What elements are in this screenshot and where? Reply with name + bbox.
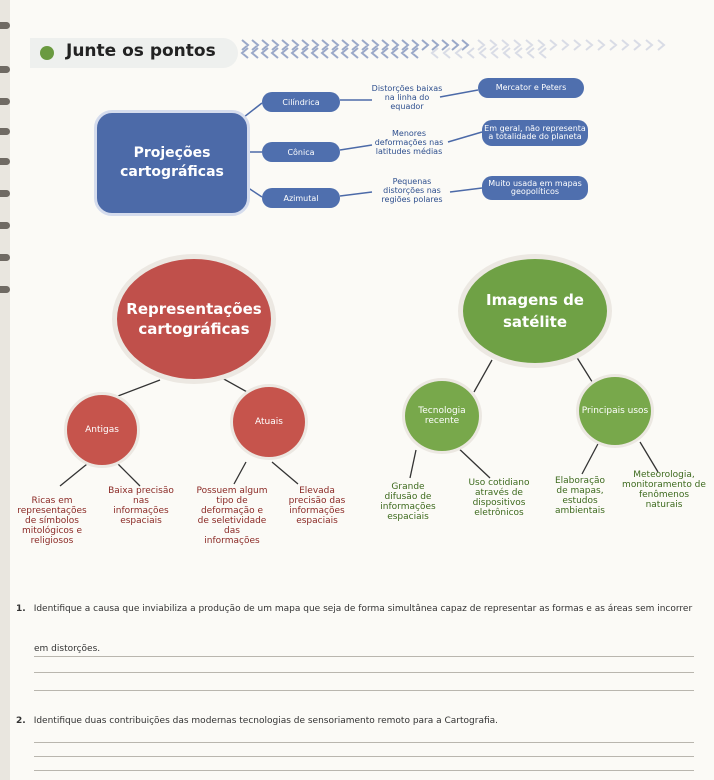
representations-center-node: Representações cartográficas bbox=[112, 254, 276, 384]
satellite-center-node: Imagens de satélite bbox=[458, 254, 612, 368]
answer-line[interactable] bbox=[34, 742, 694, 743]
antigas-leaf-1: Ricas em representações de símbolos mito… bbox=[17, 496, 87, 546]
question-2-number: 2. bbox=[16, 716, 26, 726]
answer-line[interactable] bbox=[34, 690, 694, 691]
atuais-leaf-2: Elevada precisão das informações espacia… bbox=[288, 486, 346, 526]
projection-use-cilindrica: Mercator e Peters bbox=[478, 78, 584, 98]
binder-ring bbox=[0, 66, 10, 73]
projection-use-azimutal: Muito usada em mapas geopolíticos bbox=[482, 176, 588, 200]
projection-feature-azimutal: Pequenas distorções nas regiões polares bbox=[381, 177, 443, 204]
answer-line[interactable] bbox=[34, 770, 694, 771]
atuais-node: Atuais bbox=[230, 384, 308, 460]
binder-ring bbox=[0, 254, 10, 261]
binder-ring bbox=[0, 286, 10, 293]
title-badge bbox=[30, 38, 238, 68]
binder-edge bbox=[0, 0, 10, 780]
tecnologia-leaf-2: Uso cotidiano através de dispositivos el… bbox=[468, 478, 530, 518]
question-1-continuation: em distorções. bbox=[34, 644, 101, 654]
projection-type-conica: Cônica bbox=[262, 142, 340, 162]
page-title: Junte os pontos bbox=[66, 41, 216, 61]
tecnologia-leaf-1: Grande difusão de informações espaciais bbox=[380, 482, 436, 522]
usos-leaf-1: Elaboração de mapas, estudos ambientais bbox=[554, 476, 606, 516]
antigas-leaf-2: Baixa precisão nas informações espaciais bbox=[108, 486, 174, 526]
binder-ring bbox=[0, 158, 10, 165]
atuais-leaf-1: Possuem algum tipo de deformação e de se… bbox=[196, 486, 268, 546]
binder-ring bbox=[0, 22, 10, 29]
question-2-text: Identifique duas contribuições das moder… bbox=[33, 716, 499, 726]
projections-center-node: Projeções cartográficas bbox=[94, 110, 250, 216]
title-bullet-icon bbox=[40, 46, 54, 60]
binder-ring bbox=[0, 98, 10, 105]
question-2: 2. Identifique duas contribuições das mod… bbox=[16, 716, 498, 726]
projection-feature-cilindrica: Distorções baixas na linha do equador bbox=[371, 84, 443, 111]
projection-type-cilindrica: Cilíndrica bbox=[262, 92, 340, 112]
antigas-node: Antigas bbox=[64, 392, 140, 468]
question-1-text: Identifique a causa que inviabiliza a pr… bbox=[33, 604, 693, 614]
projection-feature-conica: Menores deformações nas latitudes médias bbox=[374, 129, 444, 156]
question-1-number: 1. bbox=[16, 604, 26, 614]
projection-use-conica: Em geral, não representa a totalidade do… bbox=[482, 120, 588, 146]
chevron-pattern-icon bbox=[240, 39, 666, 59]
usos-leaf-2: Meteorologia, monitoramento de fenômenos… bbox=[622, 470, 706, 510]
usos-node: Principais usos bbox=[576, 374, 654, 448]
answer-line[interactable] bbox=[34, 756, 694, 757]
binder-ring bbox=[0, 128, 10, 135]
tecnologia-node: Tecnologia recente bbox=[402, 378, 482, 454]
binder-ring bbox=[0, 222, 10, 229]
question-1: 1. Identifique a causa que inviabiliza a … bbox=[16, 604, 692, 614]
answer-line[interactable] bbox=[34, 672, 694, 673]
answer-line[interactable] bbox=[34, 656, 694, 657]
projection-type-azimutal: Azimutal bbox=[262, 188, 340, 208]
binder-ring bbox=[0, 190, 10, 197]
